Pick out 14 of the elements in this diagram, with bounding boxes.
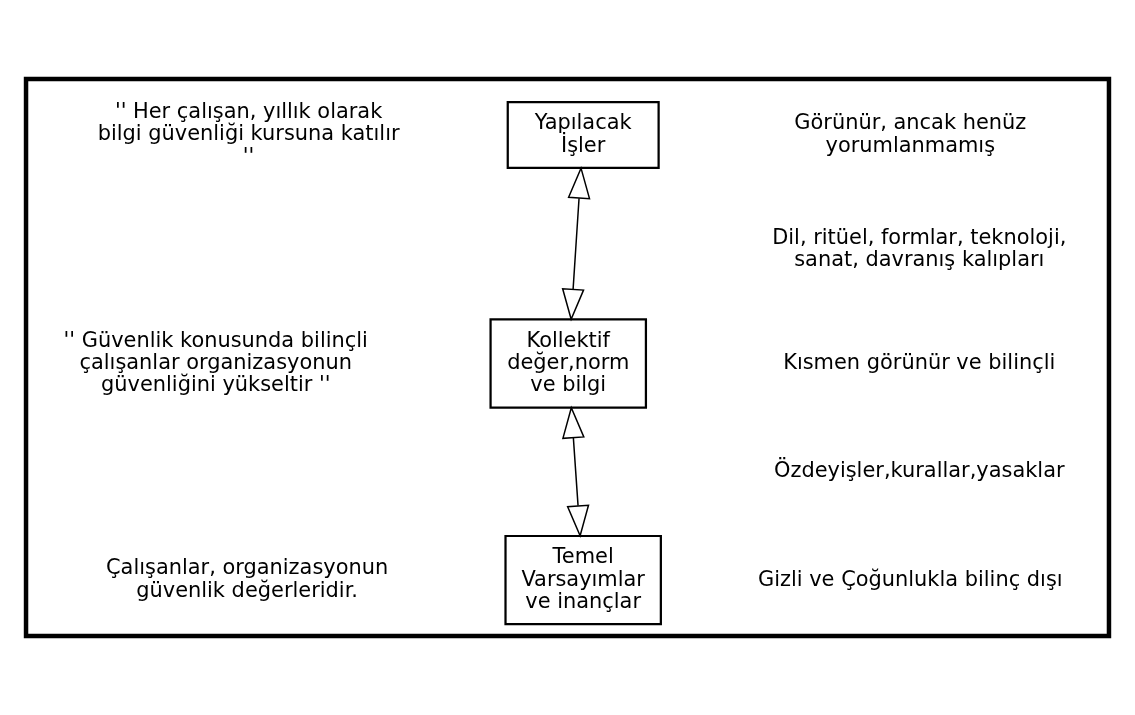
label: Gizli ve Çoğunlukla bilinç dışı — [758, 566, 1063, 591]
arrow — [561, 405, 590, 539]
arrow — [561, 165, 591, 322]
label: Görünür, ancak henüz yorumlanmamış — [794, 110, 1027, 157]
node-box: Temel Varsayımlar ve inançlar — [504, 534, 662, 626]
node-box: Kollektif değer,norm ve bilgi — [489, 318, 648, 409]
cluster — [23, 76, 1112, 639]
label: Özdeyişler,kurallar,yasaklar — [773, 458, 1065, 483]
label: '' Güvenlik konusunda bilinçli çalışanlar organizasyonun güvenliğini yükseltir '' — [63, 327, 368, 397]
label: Kısmen görünür ve bilinçli — [783, 350, 1056, 374]
label: Dil, ritüel, formlar, teknoloji, sanat, davranış kalıpları — [772, 224, 1067, 271]
label: Çalışanlar, organizasyonun güvenlik değerleridir. — [105, 555, 389, 602]
node-box: Yapılacak İşler — [506, 100, 660, 169]
label: '' Her çalışan, yıllık olarak bilgi güvenliği kursuna katılır '' — [97, 99, 400, 168]
